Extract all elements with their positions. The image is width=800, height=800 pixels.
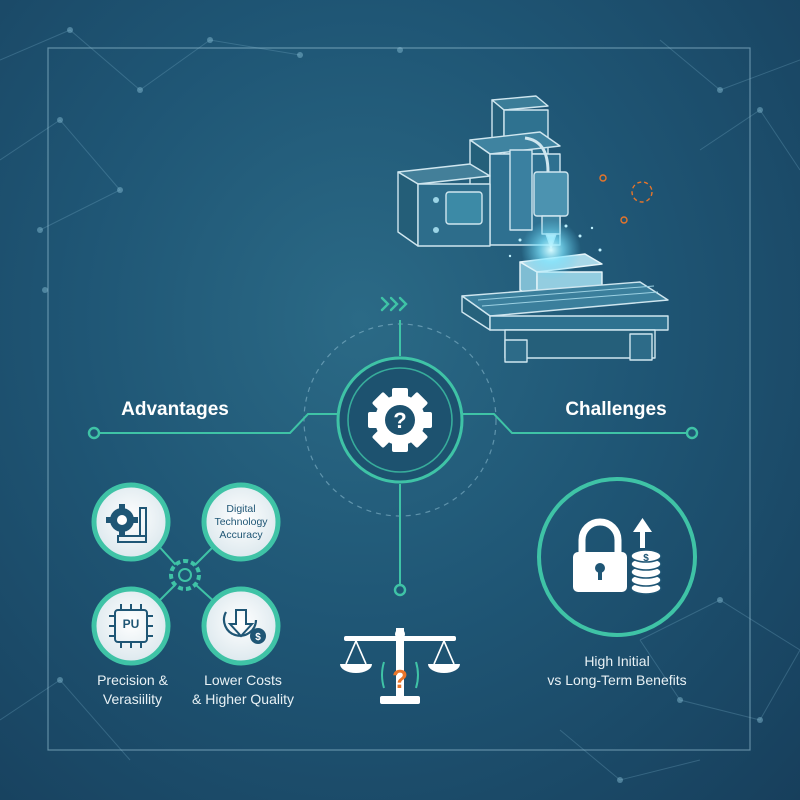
badge-cpu	[91, 586, 171, 666]
badge-lower-costs: $	[201, 586, 281, 666]
connector-node-right	[685, 426, 699, 440]
up-arrow-icon	[633, 518, 652, 548]
svg-text:$: $	[643, 553, 649, 564]
badge-digital-line3: Accuracy	[219, 529, 263, 541]
connector-node-left	[87, 426, 101, 440]
down-arrow-dollar-icon: $	[222, 609, 266, 644]
caption-challenges-line2: vs Long-Term Benefits	[547, 672, 687, 688]
sparkle-particles	[508, 224, 602, 258]
small-gear-icon	[169, 559, 201, 591]
cpu-chip-icon	[109, 604, 153, 648]
machining-glow	[521, 220, 581, 280]
advantages-heading: Advantages	[121, 399, 229, 420]
badge-digital-text: Digital Technology Accuracy	[204, 503, 278, 542]
gear-ruler-icon	[106, 504, 147, 543]
badge-digital-line2: Technology	[214, 516, 268, 528]
cpu-chip-label: PU	[122, 617, 140, 631]
padlock-icon	[573, 518, 627, 592]
background-nodes	[37, 27, 763, 783]
connector-node-bottom	[393, 583, 407, 597]
balance-scale-question-icon: ?	[340, 628, 460, 704]
caption-precision: Precision & Verasiility	[70, 671, 195, 709]
badge-challenges: $	[537, 477, 697, 637]
connector-lines	[94, 320, 692, 590]
content-frame	[47, 47, 751, 751]
caption-challenges: High Initial vs Long-Term Benefits	[517, 652, 717, 690]
svg-text:$: $	[255, 632, 261, 643]
badge-digital-line1: Digital	[226, 503, 256, 515]
badge-precision	[91, 482, 171, 562]
svg-text:?: ?	[393, 408, 406, 433]
caption-lower-costs: Lower Costs & Higher Quality	[178, 671, 308, 709]
coin-stack-icon: $	[630, 549, 662, 595]
caption-challenges-line1: High Initial	[584, 653, 650, 669]
gear-question-icon: ?	[336, 356, 464, 484]
chevron-right-icon	[380, 296, 408, 312]
background-network	[0, 29, 800, 781]
cnc-machine-icon	[397, 95, 669, 363]
challenges-heading: Challenges	[565, 399, 667, 420]
badge-digital-technology	[201, 482, 281, 562]
caption-precision-line1: Precision &	[97, 672, 168, 688]
caption-lower-costs-line2: & Higher Quality	[192, 691, 294, 707]
svg-text:?: ?	[392, 664, 408, 694]
caption-lower-costs-line1: Lower Costs	[204, 672, 282, 688]
caption-precision-line2: Verasiility	[102, 691, 163, 707]
advantages-cluster: $	[91, 482, 281, 666]
decorative-accents	[599, 174, 653, 224]
